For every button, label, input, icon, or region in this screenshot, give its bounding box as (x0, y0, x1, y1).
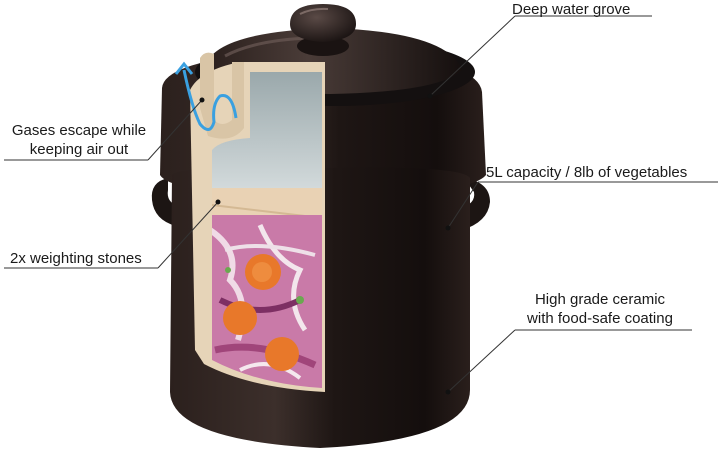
gas-escape-arrow (182, 69, 238, 131)
vegetables (212, 215, 322, 388)
brine-water (212, 72, 322, 215)
callout-capacity: 5L capacity / 8lb of vegetables (486, 164, 688, 181)
callout-water-groove: Deep water grove (512, 1, 631, 18)
callout-gases-line-2: keeping air out (29, 141, 129, 158)
callout-ceramic-line-2: with food-safe coating (527, 310, 673, 327)
left-handle (151, 178, 178, 226)
callout-ceramic-line-1: High grade ceramic (534, 291, 666, 308)
callout-gases-escape: Gases escape while keeping air out (4, 121, 154, 159)
callout-weighting-stones: 2x weighting stones (10, 250, 142, 267)
callout-ceramic: High grade ceramic with food-safe coatin… (512, 290, 688, 328)
lid-highlight (224, 36, 311, 58)
lid-knob (290, 4, 356, 42)
lid-knob-base (297, 36, 349, 56)
water-groove-section (200, 52, 244, 139)
callout-gases-line-1: Gases escape while (11, 122, 147, 139)
